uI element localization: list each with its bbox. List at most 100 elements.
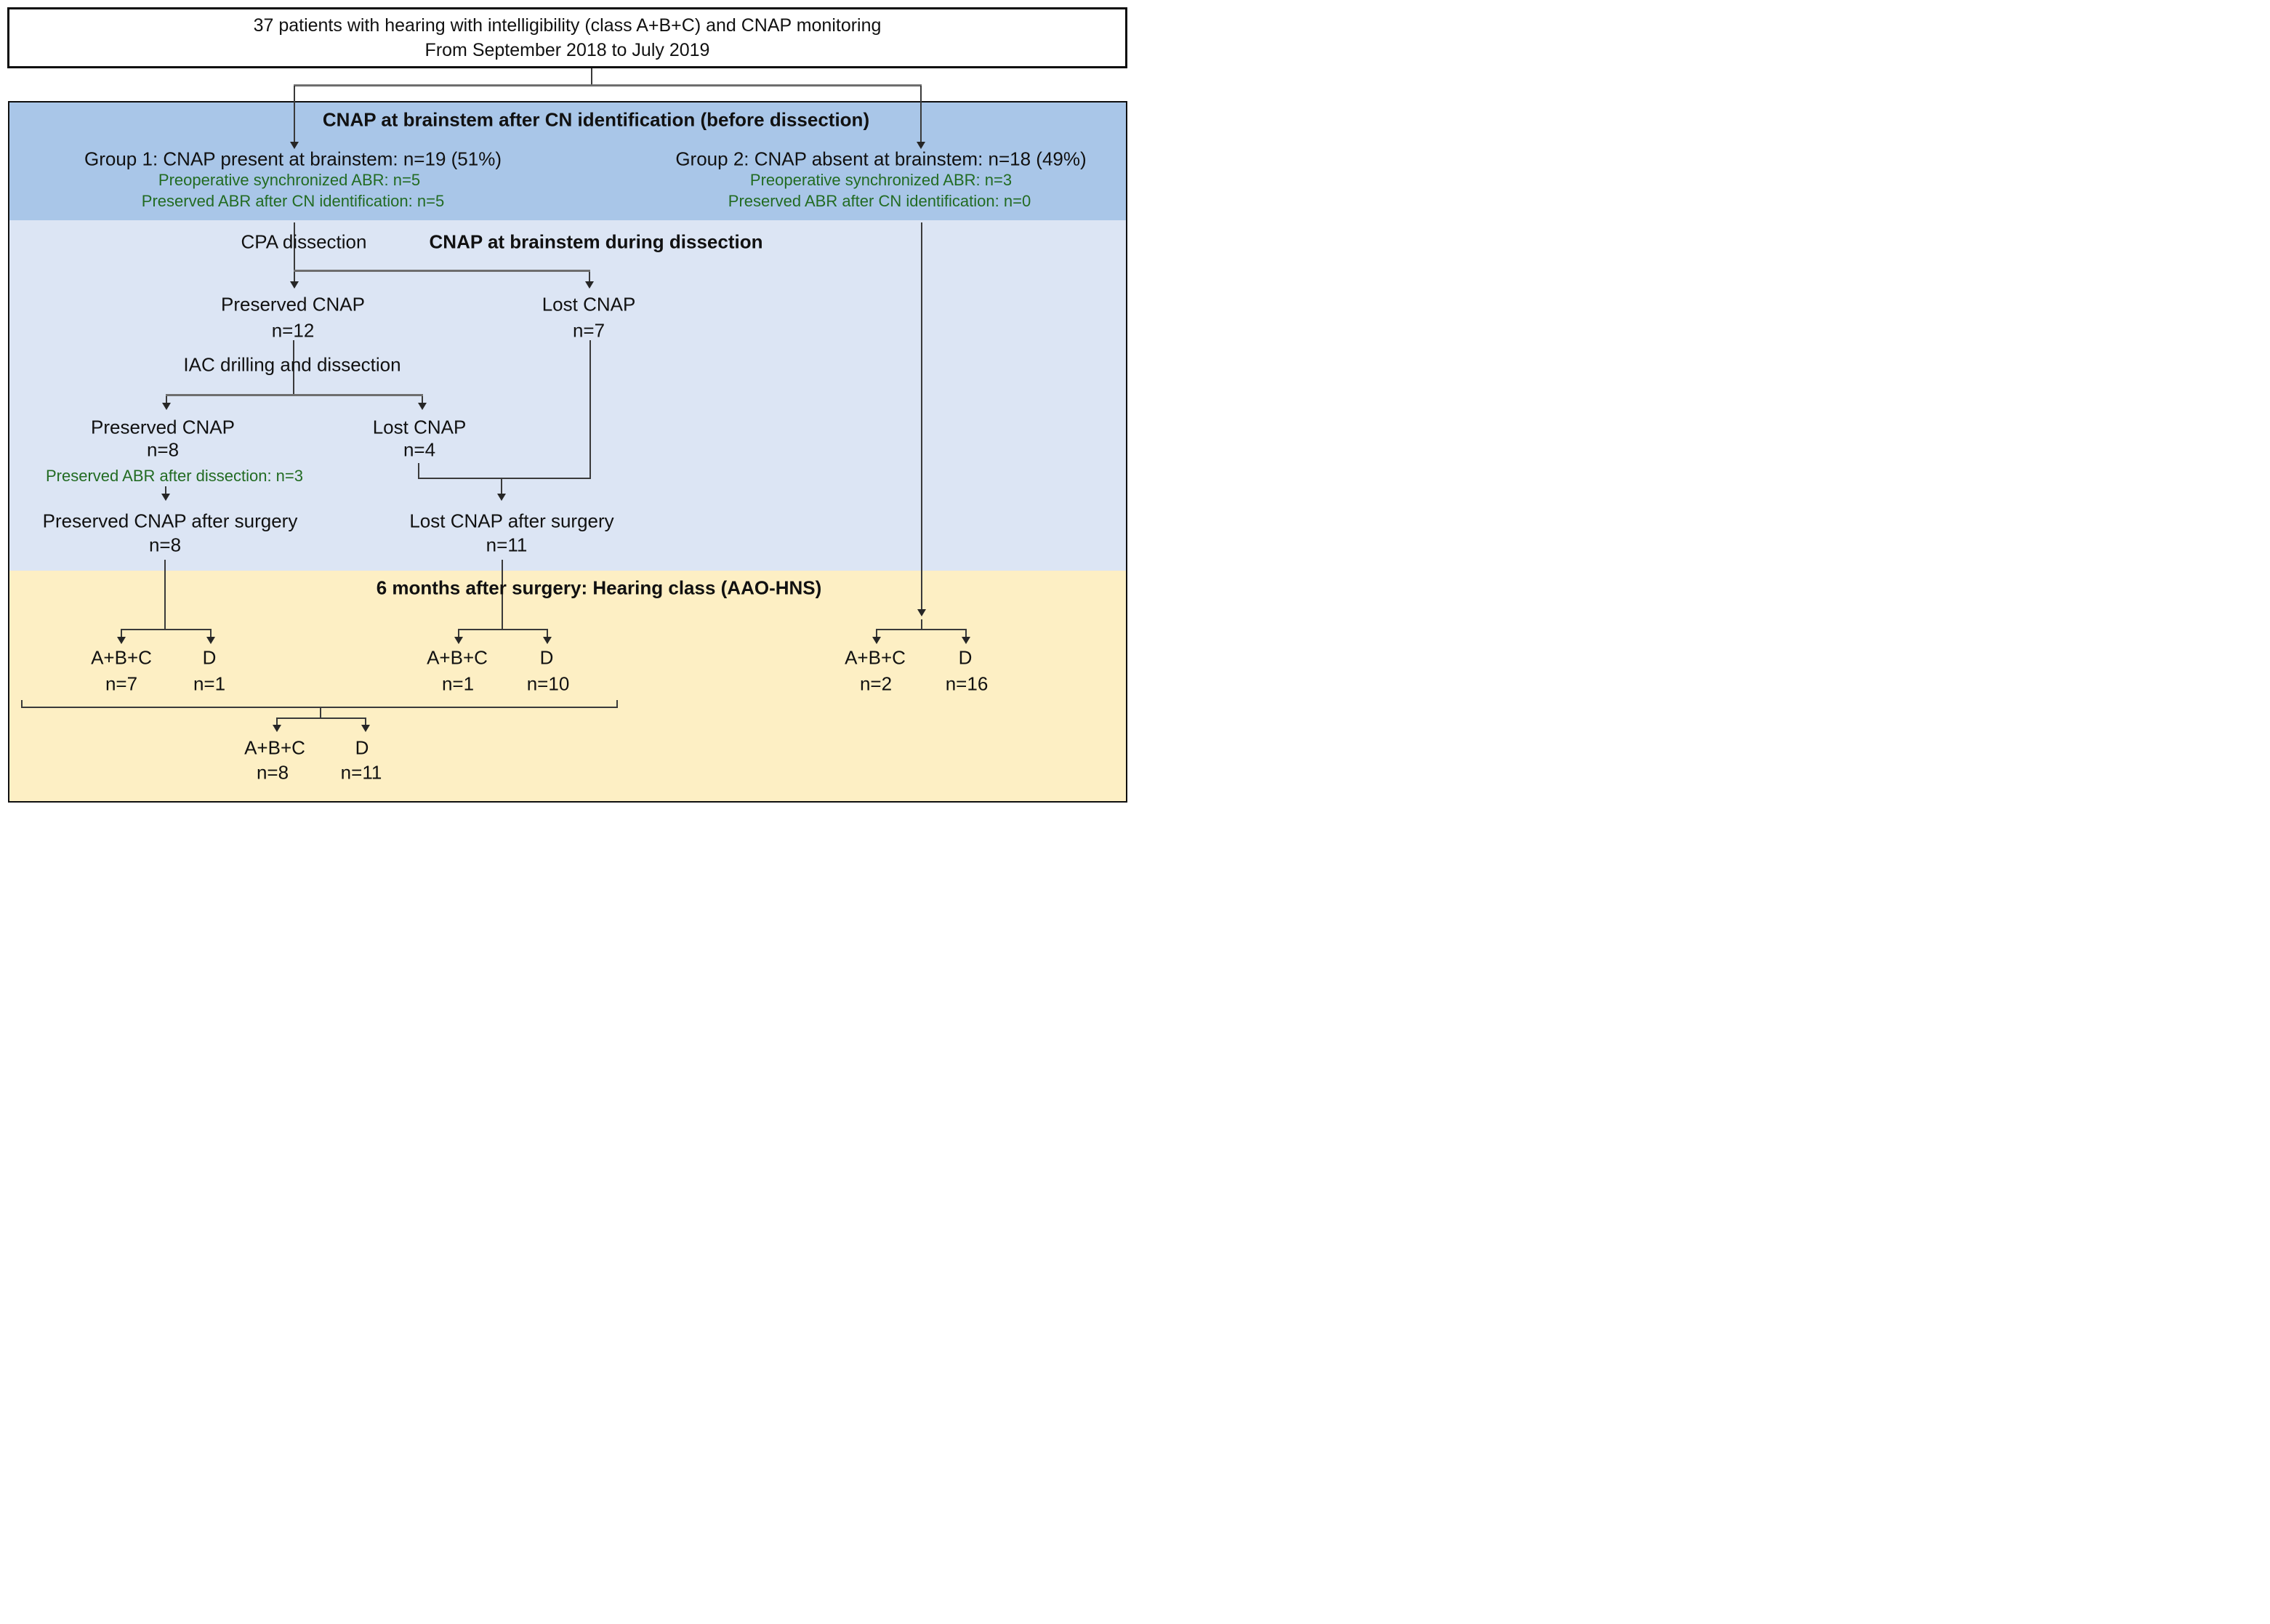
flow-line bbox=[920, 86, 922, 142]
flow-line bbox=[876, 630, 877, 638]
flow-line bbox=[294, 222, 295, 270]
step-cpa-dissection: CPA dissection bbox=[241, 230, 367, 253]
node-lost-cnap-2: Lost CNAP bbox=[372, 416, 467, 438]
arrow-down-icon bbox=[917, 609, 926, 616]
flow-line bbox=[502, 560, 503, 630]
flow-line bbox=[965, 630, 967, 638]
flow-line bbox=[276, 717, 366, 719]
flow-line bbox=[458, 629, 548, 630]
arrow-down-icon bbox=[962, 637, 970, 644]
arrow-down-icon bbox=[917, 142, 925, 149]
arrow-down-icon bbox=[206, 637, 215, 644]
outcome-label: A+B+C bbox=[845, 646, 906, 669]
group1-label: Group 1: CNAP present at brainstem: n=19… bbox=[84, 148, 502, 170]
flow-line bbox=[294, 272, 295, 282]
flow-line bbox=[165, 486, 166, 494]
flow-line bbox=[21, 700, 23, 708]
group2-label: Group 2: CNAP absent at brainstem: n=18 … bbox=[675, 148, 1087, 170]
outcome-label: A+B+C bbox=[427, 646, 488, 669]
outcome-n: n=16 bbox=[945, 672, 989, 695]
flow-line bbox=[365, 719, 366, 725]
arrow-down-icon bbox=[162, 403, 171, 410]
flow-line bbox=[294, 86, 295, 142]
outcome-label: D bbox=[202, 646, 217, 669]
title-line-1: 37 patients with hearing with intelligib… bbox=[253, 15, 882, 36]
arrow-down-icon bbox=[161, 494, 170, 501]
node-preserved-cnap-1-n: n=12 bbox=[271, 319, 315, 342]
flow-line bbox=[616, 700, 618, 708]
node-lost-cnap-1-n: n=7 bbox=[572, 319, 605, 342]
arrow-down-icon bbox=[497, 494, 506, 501]
phase2-header: CNAP at brainstem during dissection bbox=[429, 230, 763, 253]
group1-abr-note-1: Preoperative synchronized ABR: n=5 bbox=[158, 171, 421, 189]
patient-flow-diagram: 37 patients with hearing with intelligib… bbox=[0, 0, 1135, 812]
outcome-n: n=1 bbox=[441, 672, 475, 695]
outcome-label: D bbox=[539, 646, 554, 669]
flow-line bbox=[591, 68, 592, 86]
arrow-down-icon bbox=[454, 637, 463, 644]
flow-line bbox=[166, 396, 167, 403]
outcome-n: n=2 bbox=[859, 672, 893, 695]
outcome-label: A+B+C bbox=[91, 646, 152, 669]
outcome-label: D bbox=[355, 736, 369, 759]
node-preserved-cnap-2: Preserved CNAP bbox=[91, 416, 235, 438]
node-preserved-after-surgery-n: n=8 bbox=[148, 534, 182, 556]
outcome-label: A+B+C bbox=[244, 736, 305, 759]
flow-line bbox=[458, 630, 459, 638]
flow-line bbox=[921, 222, 922, 610]
flow-line bbox=[210, 630, 212, 638]
flow-line bbox=[418, 478, 591, 479]
group2-abr-note-2: Preserved ABR after CN identification: n… bbox=[728, 192, 1031, 210]
node-preserved-cnap-1: Preserved CNAP bbox=[221, 293, 365, 315]
outcome-n: n=10 bbox=[526, 672, 570, 695]
title-box: 37 patients with hearing with intelligib… bbox=[7, 7, 1127, 68]
flow-line bbox=[501, 479, 502, 494]
flow-line bbox=[876, 629, 967, 630]
outcome-n: n=8 bbox=[256, 761, 289, 784]
node-lost-cnap-2-n: n=4 bbox=[403, 438, 436, 461]
flow-line bbox=[121, 630, 122, 638]
flow-line bbox=[921, 619, 922, 630]
flow-line bbox=[121, 629, 212, 630]
flow-line bbox=[294, 84, 922, 87]
arrow-down-icon bbox=[585, 281, 594, 289]
outcome-n: n=11 bbox=[340, 761, 382, 784]
arrow-down-icon bbox=[361, 725, 370, 732]
arrow-down-icon bbox=[872, 637, 881, 644]
step-iac-drilling: IAC drilling and dissection bbox=[183, 353, 401, 376]
arrow-down-icon bbox=[543, 637, 552, 644]
flow-line bbox=[422, 396, 423, 403]
arrow-down-icon bbox=[418, 403, 427, 410]
phase-bands-frame bbox=[8, 101, 1127, 803]
outcome-n: n=7 bbox=[105, 672, 138, 695]
arrow-down-icon bbox=[117, 637, 126, 644]
flow-line bbox=[21, 707, 618, 708]
flow-line bbox=[164, 560, 166, 630]
flow-line bbox=[320, 708, 321, 719]
flow-line bbox=[418, 463, 419, 479]
phase1-header: CNAP at brainstem after CN identificatio… bbox=[322, 108, 870, 131]
flow-line bbox=[166, 394, 423, 396]
phase1-band bbox=[9, 102, 1126, 220]
outcome-n: n=1 bbox=[193, 672, 226, 695]
flow-line bbox=[589, 340, 591, 479]
node-lost-after-surgery: Lost CNAP after surgery bbox=[409, 510, 614, 532]
abr-after-dissection-note: Preserved ABR after dissection: n=3 bbox=[45, 467, 304, 485]
node-preserved-after-surgery: Preserved CNAP after surgery bbox=[42, 510, 298, 532]
arrow-down-icon bbox=[273, 725, 281, 732]
flow-line bbox=[589, 272, 590, 282]
flow-line bbox=[276, 719, 278, 725]
node-lost-after-surgery-n: n=11 bbox=[486, 534, 528, 556]
phase3-header: 6 months after surgery: Hearing class (A… bbox=[376, 576, 822, 599]
title-line-2: From September 2018 to July 2019 bbox=[424, 40, 710, 60]
arrow-down-icon bbox=[290, 142, 299, 149]
flow-line bbox=[293, 340, 294, 395]
node-preserved-cnap-2-n: n=8 bbox=[146, 438, 180, 461]
node-lost-cnap-1: Lost CNAP bbox=[542, 293, 636, 315]
flow-line bbox=[547, 630, 548, 638]
flow-line bbox=[294, 270, 590, 272]
group1-abr-note-2: Preserved ABR after CN identification: n… bbox=[141, 192, 445, 210]
group2-abr-note-1: Preoperative synchronized ABR: n=3 bbox=[749, 171, 1013, 189]
outcome-label: D bbox=[958, 646, 973, 669]
arrow-down-icon bbox=[290, 281, 299, 289]
